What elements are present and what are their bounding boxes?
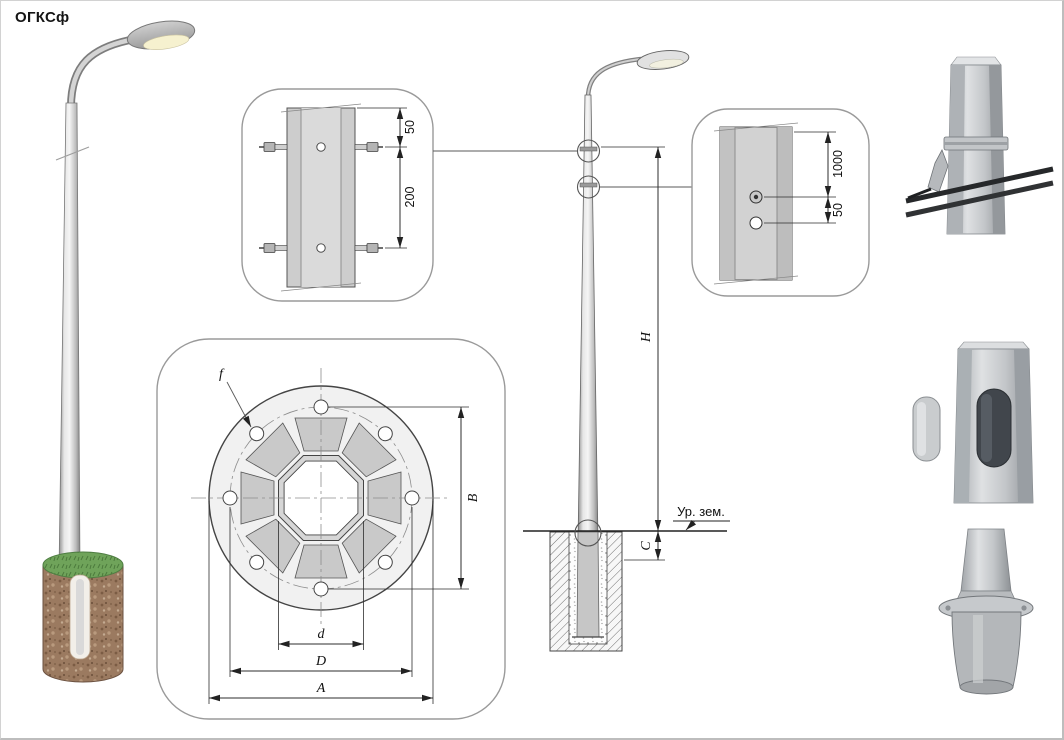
- bolt-row-upper: [259, 142, 383, 152]
- break-mark: [280, 103, 362, 113]
- dim-200-label: 200: [403, 187, 417, 208]
- dim-D-label: D: [315, 654, 326, 669]
- f-leader: [226, 381, 252, 428]
- wedge-clamp: [927, 149, 949, 193]
- access-door-3d-render: [912, 341, 1034, 504]
- gusset-plates: [240, 417, 402, 579]
- callout-right-detail: 1000 50: [691, 108, 870, 297]
- streetlight-3d-render: [42, 20, 196, 683]
- break-mark: [713, 122, 799, 132]
- ground-level-label: Ур. зем.: [677, 504, 725, 519]
- callout-top-detail: 50 200: [241, 88, 434, 302]
- dim-f-label: f: [219, 367, 225, 382]
- embedment-sleeve: [951, 611, 1022, 688]
- base-shaft: [960, 528, 1012, 592]
- dim-d-label: d: [318, 627, 326, 642]
- band-clamp-lower: [579, 182, 598, 188]
- dim-A-label: A: [316, 681, 326, 696]
- dim-50-label: 50: [403, 120, 417, 134]
- detail-marker-upper: [576, 139, 601, 163]
- flange-base-3d-render: [938, 528, 1034, 695]
- cable-hole: [749, 216, 763, 230]
- dim-C-label: C: [639, 541, 654, 551]
- break-mark: [280, 282, 362, 292]
- bolt-holes: [222, 399, 420, 597]
- pole-elevation-drawing: Ур. зем. H C: [433, 50, 730, 652]
- band-clamp-upper: [579, 146, 598, 152]
- dim-B-label: B: [466, 493, 481, 502]
- cable: [905, 180, 1054, 218]
- dim-H-label: H: [639, 331, 654, 343]
- pole-clamp-3d-render: [905, 56, 1054, 235]
- ground-arrow: [685, 519, 697, 531]
- lamp-head: [636, 50, 690, 70]
- lamp-glow: [143, 34, 190, 50]
- page-title: ОГКСф: [15, 9, 70, 26]
- bolt-row-lower: [259, 243, 383, 253]
- callout-flange-detail: f B d D A: [156, 338, 506, 720]
- foundation-section: [549, 531, 623, 652]
- detail-marker-base: [574, 519, 602, 547]
- cable-drop: [907, 187, 932, 200]
- pole-shaft-3d: [58, 102, 81, 572]
- embedded-shaft: [576, 531, 600, 638]
- dim-1000-label: 1000: [831, 150, 845, 178]
- foundation-3d: [42, 551, 124, 683]
- break-mark: [55, 146, 90, 161]
- grass-top: [42, 551, 124, 579]
- cable: [905, 166, 1054, 204]
- lamp-head-3d: [126, 20, 196, 50]
- break-mark: [713, 275, 799, 285]
- dim-50b-label: 50: [831, 203, 845, 217]
- detail-marker-lower: [576, 175, 601, 199]
